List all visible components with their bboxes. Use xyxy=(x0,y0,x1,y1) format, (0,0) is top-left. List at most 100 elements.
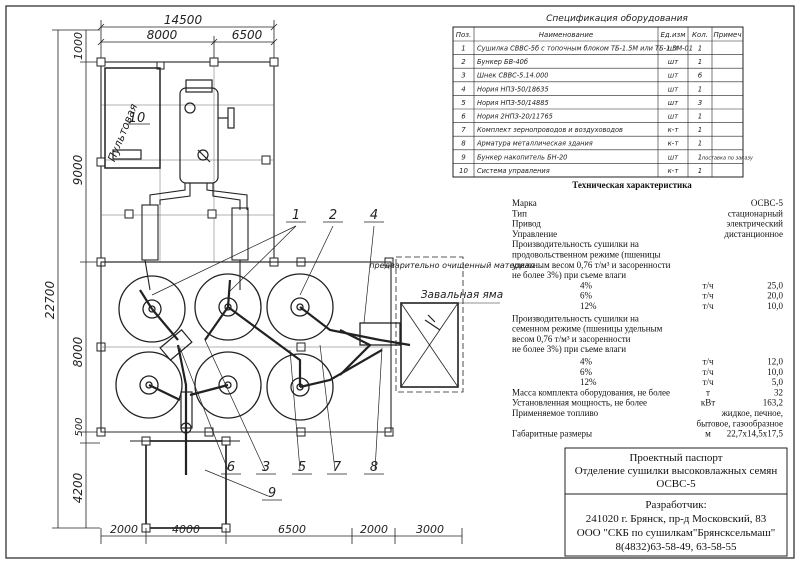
tech-label: 12% xyxy=(580,377,597,387)
spec-cell: 9 xyxy=(461,153,466,161)
control-room xyxy=(104,67,161,169)
dryer-circles xyxy=(115,273,334,421)
spec-cell: Сушилка СВВС-5б с топочным блоком ТБ-1.5… xyxy=(477,45,693,53)
tech-label: не более 3%) при съеме влаги xyxy=(512,344,626,354)
spec-header-cell: Кол. xyxy=(692,31,708,39)
developer-address: 241020 г. Брянск, пр-д Московский, 83 xyxy=(586,513,767,525)
spec-cell: 1 xyxy=(698,85,702,93)
spec-header-cell: Наименование xyxy=(539,31,593,39)
tech-unit: т/ч xyxy=(703,377,714,387)
spec-cell: поставка по заказу xyxy=(702,155,754,161)
tech-label: не более 3%) при съеме влаги xyxy=(512,270,626,280)
callout-6: 6 xyxy=(227,460,235,475)
tech-label: семенном режиме (пшеницы удельным xyxy=(512,324,663,334)
spec-cell: Бункер накопитель БН-20 xyxy=(477,153,567,161)
spec-cell: шт xyxy=(668,113,679,121)
callout-10: 10 xyxy=(129,111,146,126)
tech-value: 12,0 xyxy=(767,357,783,367)
spec-title: Спецификация оборудования xyxy=(546,14,688,24)
tech-label: 4% xyxy=(580,357,593,367)
dim-left-width: 8000 xyxy=(147,28,178,42)
tech-unit: м xyxy=(705,429,711,439)
spec-cell: к-т xyxy=(668,126,680,134)
tech-label: Привод xyxy=(512,219,541,229)
passport-box: Проектный паспорт Отделение сушилки высо… xyxy=(564,447,788,495)
tech-label: Производительность сушилки на xyxy=(512,313,639,323)
spec-cell: Шнек СВВС-5.14.000 xyxy=(477,72,549,80)
callout-9: 9 xyxy=(268,486,276,501)
tech-unit: т/ч xyxy=(703,357,714,367)
tech-value: ОСВС-5 xyxy=(751,198,784,208)
spec-table: Спецификация оборудования Поз.Наименован… xyxy=(452,14,754,178)
tech-label: Установленная мощность, не более xyxy=(512,398,647,408)
tech-label: Марка xyxy=(512,198,537,208)
spec-cell: шт xyxy=(668,58,679,66)
tech-label: Масса комплекта оборудования, не более xyxy=(512,387,670,397)
callout-7: 7 xyxy=(333,460,342,475)
spec-cell: к-т xyxy=(668,140,680,148)
tech-unit: т/ч xyxy=(703,280,714,290)
top-dimensions xyxy=(97,20,278,62)
spec-cell: 1 xyxy=(698,153,702,161)
callout-1: 1 xyxy=(292,208,300,223)
spec-header-cell: Примеч xyxy=(714,31,742,39)
spec-cell: 4 xyxy=(461,85,465,93)
tech-value: 163,2 xyxy=(763,398,783,408)
callout-2: 2 xyxy=(329,208,337,223)
tech-label: Применяемое топливо xyxy=(512,408,599,418)
spec-cell: к-т xyxy=(668,167,680,175)
tech-label: Управление xyxy=(512,229,557,239)
dim-bottom-2000a: 2000 xyxy=(110,523,138,536)
spec-cell: 3 xyxy=(461,72,465,80)
tech-value: стационарный xyxy=(728,208,783,218)
dim-500: 500 xyxy=(74,417,85,436)
spec-cell: 1 xyxy=(698,58,702,66)
callout-leaders xyxy=(151,221,384,501)
spec-cell: Система управления xyxy=(477,167,550,175)
spec-cell: 6 xyxy=(698,72,703,80)
note-cleaned-material: предварительно очищенный материал xyxy=(369,261,534,270)
dim-bottom-2000b: 2000 xyxy=(360,523,388,536)
passport-line3: ОСВС-5 xyxy=(656,478,696,490)
tech-label: удельным весом 0,76 т/м³ и засоренности xyxy=(512,260,671,270)
tech-value: 25,0 xyxy=(767,280,783,290)
tech-title: Техническая характеристика xyxy=(572,180,692,190)
spec-cell: Бункер БВ-40б xyxy=(477,58,528,66)
spec-cell: шт xyxy=(668,153,679,161)
tech-label: продовольственном режиме (пшеницы xyxy=(512,250,661,260)
tech-unit: т/ч xyxy=(703,291,714,301)
callout-8: 8 xyxy=(370,460,378,475)
tech-value: бытовое, газообразное xyxy=(697,418,783,428)
elevator-shaft xyxy=(180,391,193,429)
tech-unit: т/ч xyxy=(703,367,714,377)
spec-cell: шт xyxy=(668,85,679,93)
tech-value: дистанционное xyxy=(724,229,783,239)
spec-cell: 10 xyxy=(459,167,468,175)
dim-bottom-6500: 6500 xyxy=(278,523,306,536)
tech-label: Тип xyxy=(512,208,527,218)
tech-value: 32 xyxy=(774,387,783,397)
control-panel xyxy=(112,149,142,160)
developer-org: ООО "СКБ по сушилкам"Брянсксельмаш" xyxy=(577,527,775,539)
callout-3: 3 xyxy=(262,460,270,475)
spec-cell: 1 xyxy=(461,45,465,53)
tech-label: 4% xyxy=(580,280,593,290)
intake-hopper xyxy=(359,322,401,346)
spec-cell: 3 xyxy=(698,99,702,107)
spec-cell: 6 xyxy=(461,113,466,121)
spec-cell: Нория НПЗ-50/14885 xyxy=(477,99,549,107)
bottom-dimensions xyxy=(100,528,463,544)
tech-unit: т/ч xyxy=(703,301,714,311)
dim-bottom-4000: 4000 xyxy=(172,523,200,536)
passport-line2: Отделение сушилки высоковлажных семян xyxy=(575,465,778,477)
developer-box: Разработчик: 241020 г. Брянск, пр-д Моск… xyxy=(564,493,788,557)
sheet-frame xyxy=(5,5,795,559)
spec-cell: 8 xyxy=(461,140,466,148)
tech-label: весом 0,76 т/м³ и засоренности xyxy=(512,334,631,344)
dim-bottom-3000: 3000 xyxy=(416,523,444,536)
note-receiving-pit: Завальная яма xyxy=(421,289,503,301)
spec-cell: 1 xyxy=(698,140,702,148)
callout-4: 4 xyxy=(370,208,378,223)
dashed-zone xyxy=(395,256,464,393)
spec-cell: 1 xyxy=(698,45,702,53)
